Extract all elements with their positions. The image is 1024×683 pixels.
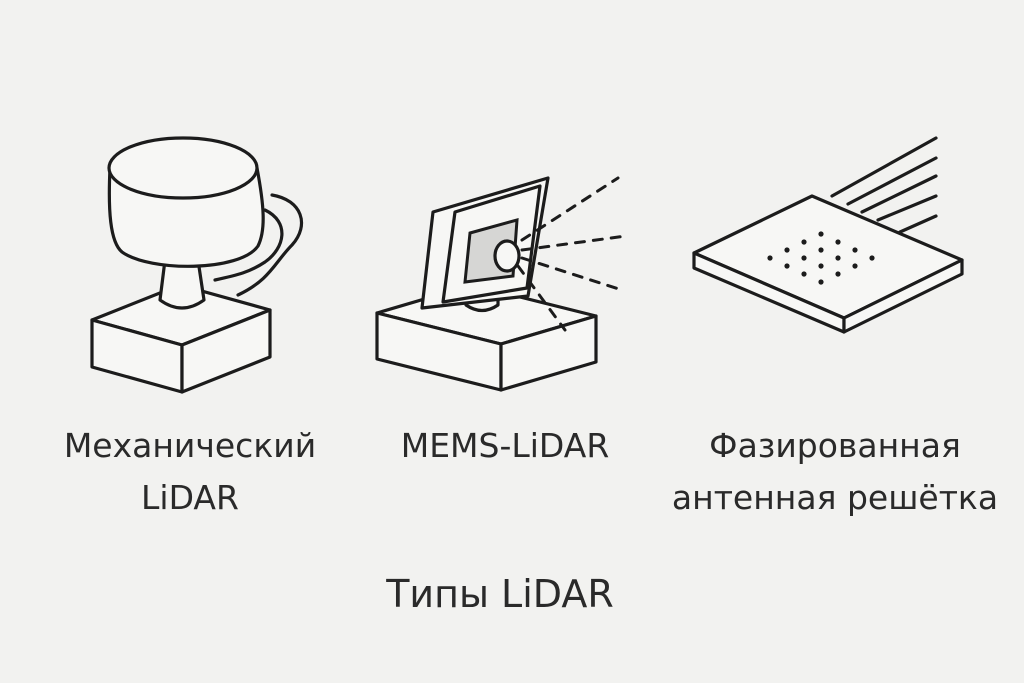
mems-lidar-icon [375,176,628,392]
mechanical-lidar-label: Механический LiDAR [40,420,340,524]
antenna-element-dot [784,263,790,269]
antenna-element-dot [835,255,841,261]
antenna-element-dot [801,271,807,277]
antenna-element-dot [835,271,841,277]
antenna-element-dot [818,231,824,237]
phased-array-label-line2: антенная решётка [671,478,999,517]
antenna-element-dot [852,247,858,253]
phased-array-antenna-icon [692,136,964,334]
antenna-element-dot [818,279,824,285]
antenna-element-dot [818,247,824,253]
antenna-element-dot [852,263,858,269]
phased-array-label: Фазированная антенная решётка [660,420,1010,524]
antenna-element-dot [784,247,790,253]
antenna-element-grid [767,231,875,285]
antenna-element-dot [801,239,807,245]
antenna-element-dot [835,239,841,245]
mechanical-lidar-label-line2: LiDAR [141,478,239,517]
diagram-title: Типы LiDAR [386,572,614,616]
antenna-element-dot [801,255,807,261]
phased-array-label-line1: Фазированная [709,426,961,465]
mechanical-lidar-icon [90,136,303,394]
antenna-element-dot [869,255,875,261]
antenna-element-dot [818,263,824,269]
mems-lidar-label: MEMS-LiDAR [355,420,655,472]
mechanical-lidar-label-line1: Механический [63,426,317,465]
mems-lidar-label-line1: MEMS-LiDAR [400,426,610,465]
antenna-element-dot [767,255,773,261]
